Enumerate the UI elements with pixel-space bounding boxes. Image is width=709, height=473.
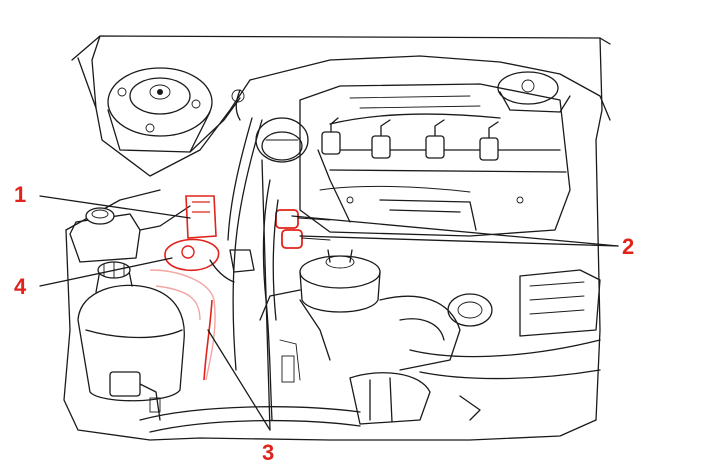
callout-3-label: 3 bbox=[262, 440, 274, 465]
callout-2-label: 2 bbox=[622, 234, 634, 259]
callout-4-label: 4 bbox=[14, 274, 27, 299]
highlighted-component-2 bbox=[275, 209, 331, 249]
callout-1-label: 1 bbox=[14, 182, 26, 207]
injector-2 bbox=[371, 119, 391, 159]
injector-4 bbox=[479, 121, 499, 161]
highlighted-hose bbox=[149, 269, 216, 381]
cylinder-head bbox=[299, 83, 571, 237]
brake-fluid-reservoir bbox=[69, 205, 191, 263]
callout-leaders bbox=[39, 159, 619, 431]
highlighted-component-1 bbox=[185, 195, 217, 239]
strut-tower-right bbox=[497, 71, 571, 113]
coolant-expansion-tank bbox=[77, 261, 185, 421]
intake-pipe bbox=[349, 269, 601, 425]
strut-tower-left bbox=[107, 67, 241, 153]
hoses-and-wiring bbox=[209, 89, 331, 421]
highlighted-hose-3 bbox=[203, 299, 213, 381]
fuel-filter bbox=[259, 249, 381, 321]
oil-filler-cap bbox=[255, 117, 309, 163]
highlighted-component-4 bbox=[164, 238, 220, 272]
injector-3 bbox=[425, 119, 445, 159]
lower-crossmember bbox=[139, 395, 481, 433]
engine-bay-outline bbox=[63, 35, 611, 441]
injector-1 bbox=[321, 117, 341, 155]
